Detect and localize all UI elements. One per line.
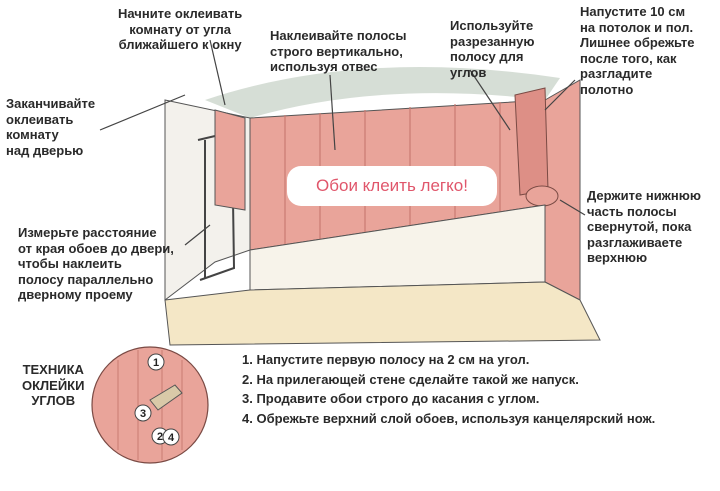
- label-line: комнату от угла: [129, 21, 231, 37]
- label-line: Держите нижнюю: [587, 188, 701, 203]
- label-line: полосу для: [450, 49, 524, 64]
- step-item: 2. На прилегающей стене сделайте такой ж…: [242, 371, 579, 387]
- label-line: оклеивать: [6, 111, 74, 127]
- label-line: комнату: [6, 127, 59, 142]
- marker-4: 4: [168, 432, 175, 444]
- label-corner-start: Начните оклеивать комнату от угла ближай…: [118, 6, 242, 53]
- knife-icon: [149, 384, 183, 411]
- label-line: Начните оклеивать: [118, 6, 243, 21]
- label-line: Измерьте расстояние: [18, 225, 157, 240]
- label-line: углов: [450, 64, 487, 80]
- label-line: Напустите 10 см: [580, 4, 686, 19]
- steps-list: 1. Напустите первую полосу на 2 см на уг…: [242, 350, 655, 428]
- strip-roll: [525, 185, 559, 207]
- label-line: разглаживаете: [587, 234, 683, 250]
- label-line: Заканчивайте: [6, 96, 96, 111]
- step-item: 3. Продавите обои строго до касания с уг…: [242, 391, 540, 406]
- marker-2: 2: [157, 431, 163, 443]
- label-line: от края обоев до двери,: [18, 240, 174, 256]
- door-wallpaper: [214, 109, 246, 211]
- label-line: на потолок и пол.: [580, 19, 694, 35]
- marker-3: 3: [140, 408, 146, 420]
- leader-lines: [99, 39, 586, 246]
- label-line: Лишнее обрежьте: [580, 35, 695, 50]
- label-cut-strip: Используйте разрезанную полосу для углов: [450, 18, 535, 80]
- label-line: чтобы наклеить: [18, 256, 122, 271]
- label-line: Наклеивайте полосы: [270, 28, 407, 43]
- ceiling: [205, 67, 560, 118]
- label-hold-bottom: Держите нижнюю часть полосы свернутой, п…: [587, 188, 701, 266]
- label-line: над дверью: [6, 142, 84, 158]
- label-line: дверному проему: [18, 287, 133, 302]
- label-line: разрезанную: [450, 33, 535, 49]
- corner-inset: [91, 346, 209, 464]
- inset-markers: [134, 353, 180, 446]
- label-overlap: Напустите 10 см на потолок и пол. Лишнее…: [580, 4, 695, 97]
- label-above-door: Заканчивайте оклеивать комнату над дверь…: [6, 96, 95, 158]
- label-line: ближайшего к окну: [118, 37, 242, 52]
- marker-1: 1: [153, 357, 159, 369]
- rolled-strip: [514, 87, 549, 196]
- step-item: 1. Напустите первую полосу на 2 см на уг…: [242, 352, 530, 367]
- label-line: свернутой, пока: [587, 219, 692, 234]
- label-line: полотно: [580, 81, 634, 97]
- label-measure: Измерьте расстояние от края обоев до две…: [18, 225, 174, 303]
- label-line: УГЛОВ: [31, 393, 76, 408]
- label-line: используя отвес: [270, 59, 378, 74]
- label-line: Используйте: [450, 18, 534, 33]
- label-line: ТЕХНИКА: [22, 362, 84, 377]
- label-line: разгладите: [580, 66, 653, 81]
- floor: [164, 281, 601, 346]
- label-line: верхнюю: [587, 250, 648, 265]
- label-vertical: Наклеивайте полосы строго вертикально, и…: [270, 28, 407, 75]
- label-technique: ТЕХНИКА ОКЛЕЙКИ УГЛОВ: [22, 362, 84, 409]
- label-line: полосу параллельно: [18, 271, 154, 287]
- label-line: строго вертикально,: [270, 43, 403, 59]
- label-line: часть полосы: [587, 203, 677, 219]
- step-item: 4. Обрежьте верхний слой обоев, использу…: [242, 410, 656, 426]
- label-line: ОКЛЕЙКИ: [22, 377, 85, 393]
- banner: Обои клеить легко!: [287, 166, 497, 206]
- label-line: после того, как: [580, 50, 677, 66]
